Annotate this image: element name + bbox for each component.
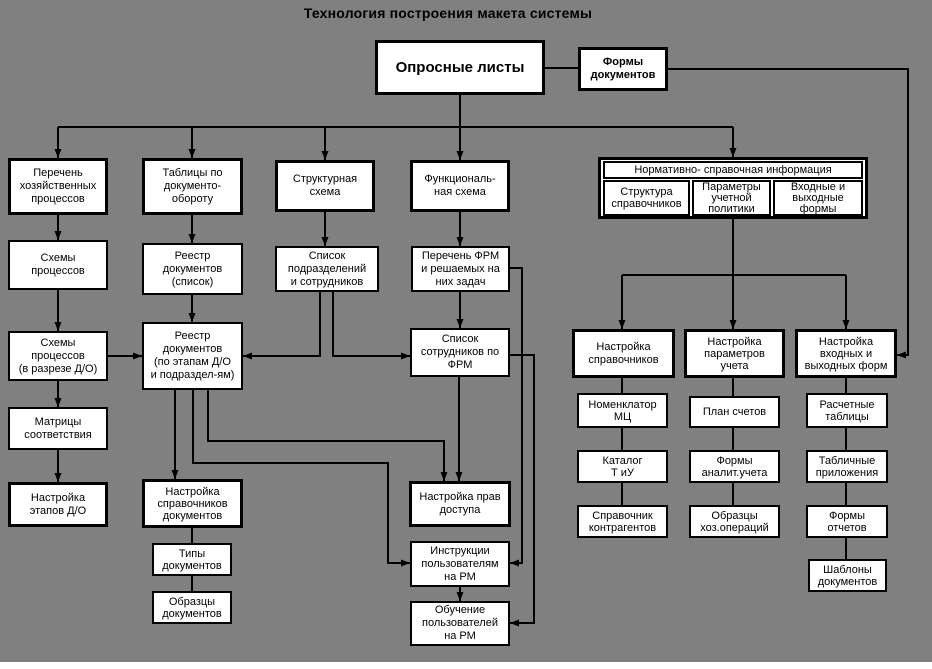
node-nsi-cell-vhodnye-vyhodnye-formy: Входные и выходные формы <box>773 180 863 216</box>
node-nsi-header: Нормативно- справочная информация <box>603 161 863 179</box>
connector <box>332 292 410 360</box>
node-katalog-tiu: Каталог Т иУ <box>577 450 668 483</box>
node-shemy-processov: Схемы процессов <box>8 240 108 290</box>
node-tablichnye-prilozheniya: Табличные приложения <box>806 450 888 483</box>
node-nastrojka-parametrov-ucheta: Настройка параметров учета <box>684 329 785 378</box>
node-tipy-dokumentov: Типы документов <box>152 543 232 576</box>
node-formy-dokumentov: Формы документов <box>578 47 668 91</box>
connector <box>510 354 535 627</box>
node-tablicy-po-dokumentooborotu: Таблицы по документо- обороту <box>142 158 243 215</box>
node-obrazcy-hoz-operacij: Образцы хоз.операций <box>689 505 780 538</box>
node-shablony-dokumentov: Шаблоны документов <box>808 559 887 592</box>
bottom-margin <box>0 662 932 669</box>
node-obrazcy-dokumentov: Образцы документов <box>152 591 232 624</box>
node-perechen-frm-zadach: Перечень ФРМ и решаемых на них задач <box>411 246 510 292</box>
node-instrukcii-polzovatelyam-na-rm: Инструкции пользователям на РМ <box>410 541 510 587</box>
node-nastrojka-etapov-do: Настройка этапов Д/О <box>8 482 108 527</box>
node-reestr-dokumentov-spisok: Реестр документов (список) <box>142 243 243 295</box>
diagram-title: Технология построения макета системы <box>303 5 593 21</box>
node-reestr-dokumentov-po-etapam: Реестр документов (по этапам Д/О и подра… <box>142 322 243 390</box>
node-spravochnik-kontragentov: Справочник контрагентов <box>577 505 668 538</box>
node-funkcionalnaya-shema: Функциональ- ная схема <box>410 160 510 212</box>
node-nastrojka-spravochnikov-dokumentov: Настройка справочников документов <box>142 479 243 528</box>
node-formy-otchetov: Формы отчетов <box>806 505 888 538</box>
node-strukturnaya-shema: Структурная схема <box>275 160 375 212</box>
connector <box>207 390 448 481</box>
node-obuchenie-polzovatelej-na-rm: Обучение пользователей на РМ <box>410 601 510 646</box>
connector <box>668 68 909 359</box>
connector <box>192 390 410 567</box>
node-nastrojka-vhodnyh-vyhodnyh-form: Настройка входных и выходных форм <box>795 329 897 378</box>
node-nastrojka-prav-dostupa: Настройка прав доступа <box>409 481 511 527</box>
node-spisok-sotrudnikov-po-frm: Список сотрудников по ФРМ <box>410 328 510 377</box>
node-nomenklator-mc: Номенклатор МЦ <box>577 393 668 428</box>
node-plan-schetov: План счетов <box>689 396 780 428</box>
node-raschetnye-tablicy: Расчетные таблицы <box>806 393 888 428</box>
connector <box>510 267 523 567</box>
node-spisok-podrazdelenij-i-sotrudnikov: Список подразделений и сотрудников <box>275 246 379 292</box>
node-matricy-sootvetstviya: Матрицы соответствия <box>8 407 108 450</box>
node-nsi-cell-parametry-uchetnoj-politiki: Параметры учетной политики <box>692 180 771 216</box>
node-nsi-cell-struktura-spravochnikov: Структура справочников <box>603 180 690 216</box>
node-oprosnye-listy: Опросные листы <box>375 40 545 95</box>
node-nastrojka-spravochnikov: Настройка справочников <box>572 329 675 378</box>
node-perechen-hoz-processov: Перечень хозяйственных процессов <box>8 158 108 215</box>
node-formy-analit-ucheta: Формы аналит.учета <box>689 450 780 483</box>
connector <box>243 292 321 360</box>
node-shemy-processov-v-razreze: Схемы процессов (в разрезе Д/О) <box>8 331 108 381</box>
